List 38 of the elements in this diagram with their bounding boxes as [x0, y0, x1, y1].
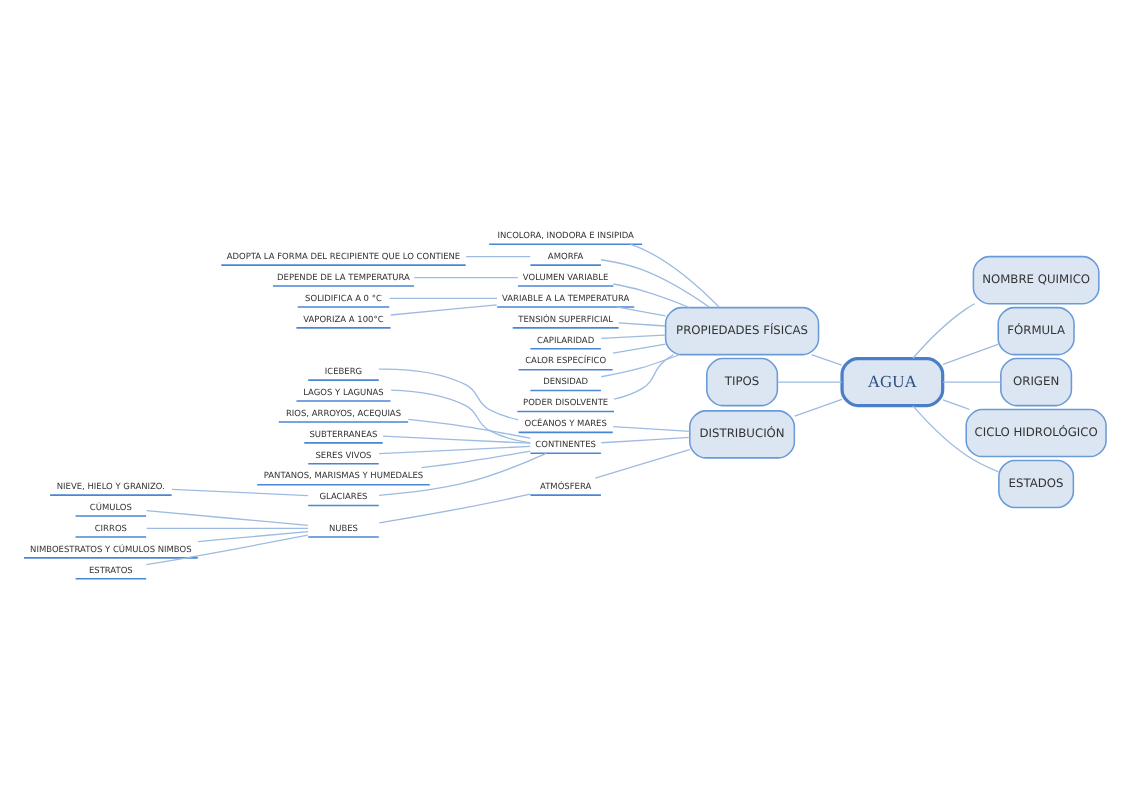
connector [420, 450, 531, 469]
connector [145, 527, 309, 530]
connector [600, 354, 681, 378]
connector [465, 255, 531, 258]
connector [617, 322, 666, 327]
connector [594, 449, 691, 479]
connector [942, 343, 999, 365]
connector [378, 493, 531, 524]
connector [612, 283, 690, 309]
connector [145, 534, 309, 566]
connector [197, 530, 309, 543]
connector [942, 381, 1002, 383]
connector [413, 276, 519, 279]
connector [378, 368, 519, 421]
connector [407, 418, 531, 439]
connector [612, 343, 667, 354]
connector [793, 398, 843, 417]
connector [390, 304, 498, 316]
connector [600, 259, 711, 308]
connector [629, 243, 720, 308]
connector [382, 435, 531, 444]
connector [171, 488, 309, 497]
connector [777, 381, 843, 383]
connector [600, 334, 667, 340]
node-box: AGUA [840, 356, 945, 408]
connector [390, 389, 531, 444]
connector [389, 297, 498, 300]
connector [942, 399, 971, 411]
connector [613, 354, 675, 400]
connector [145, 510, 309, 526]
connector [912, 303, 976, 359]
connector [612, 426, 691, 432]
connector [600, 436, 691, 444]
connector [912, 405, 1000, 473]
connector [378, 445, 531, 455]
connector [810, 354, 843, 366]
connector [378, 452, 547, 496]
connector [616, 306, 667, 317]
